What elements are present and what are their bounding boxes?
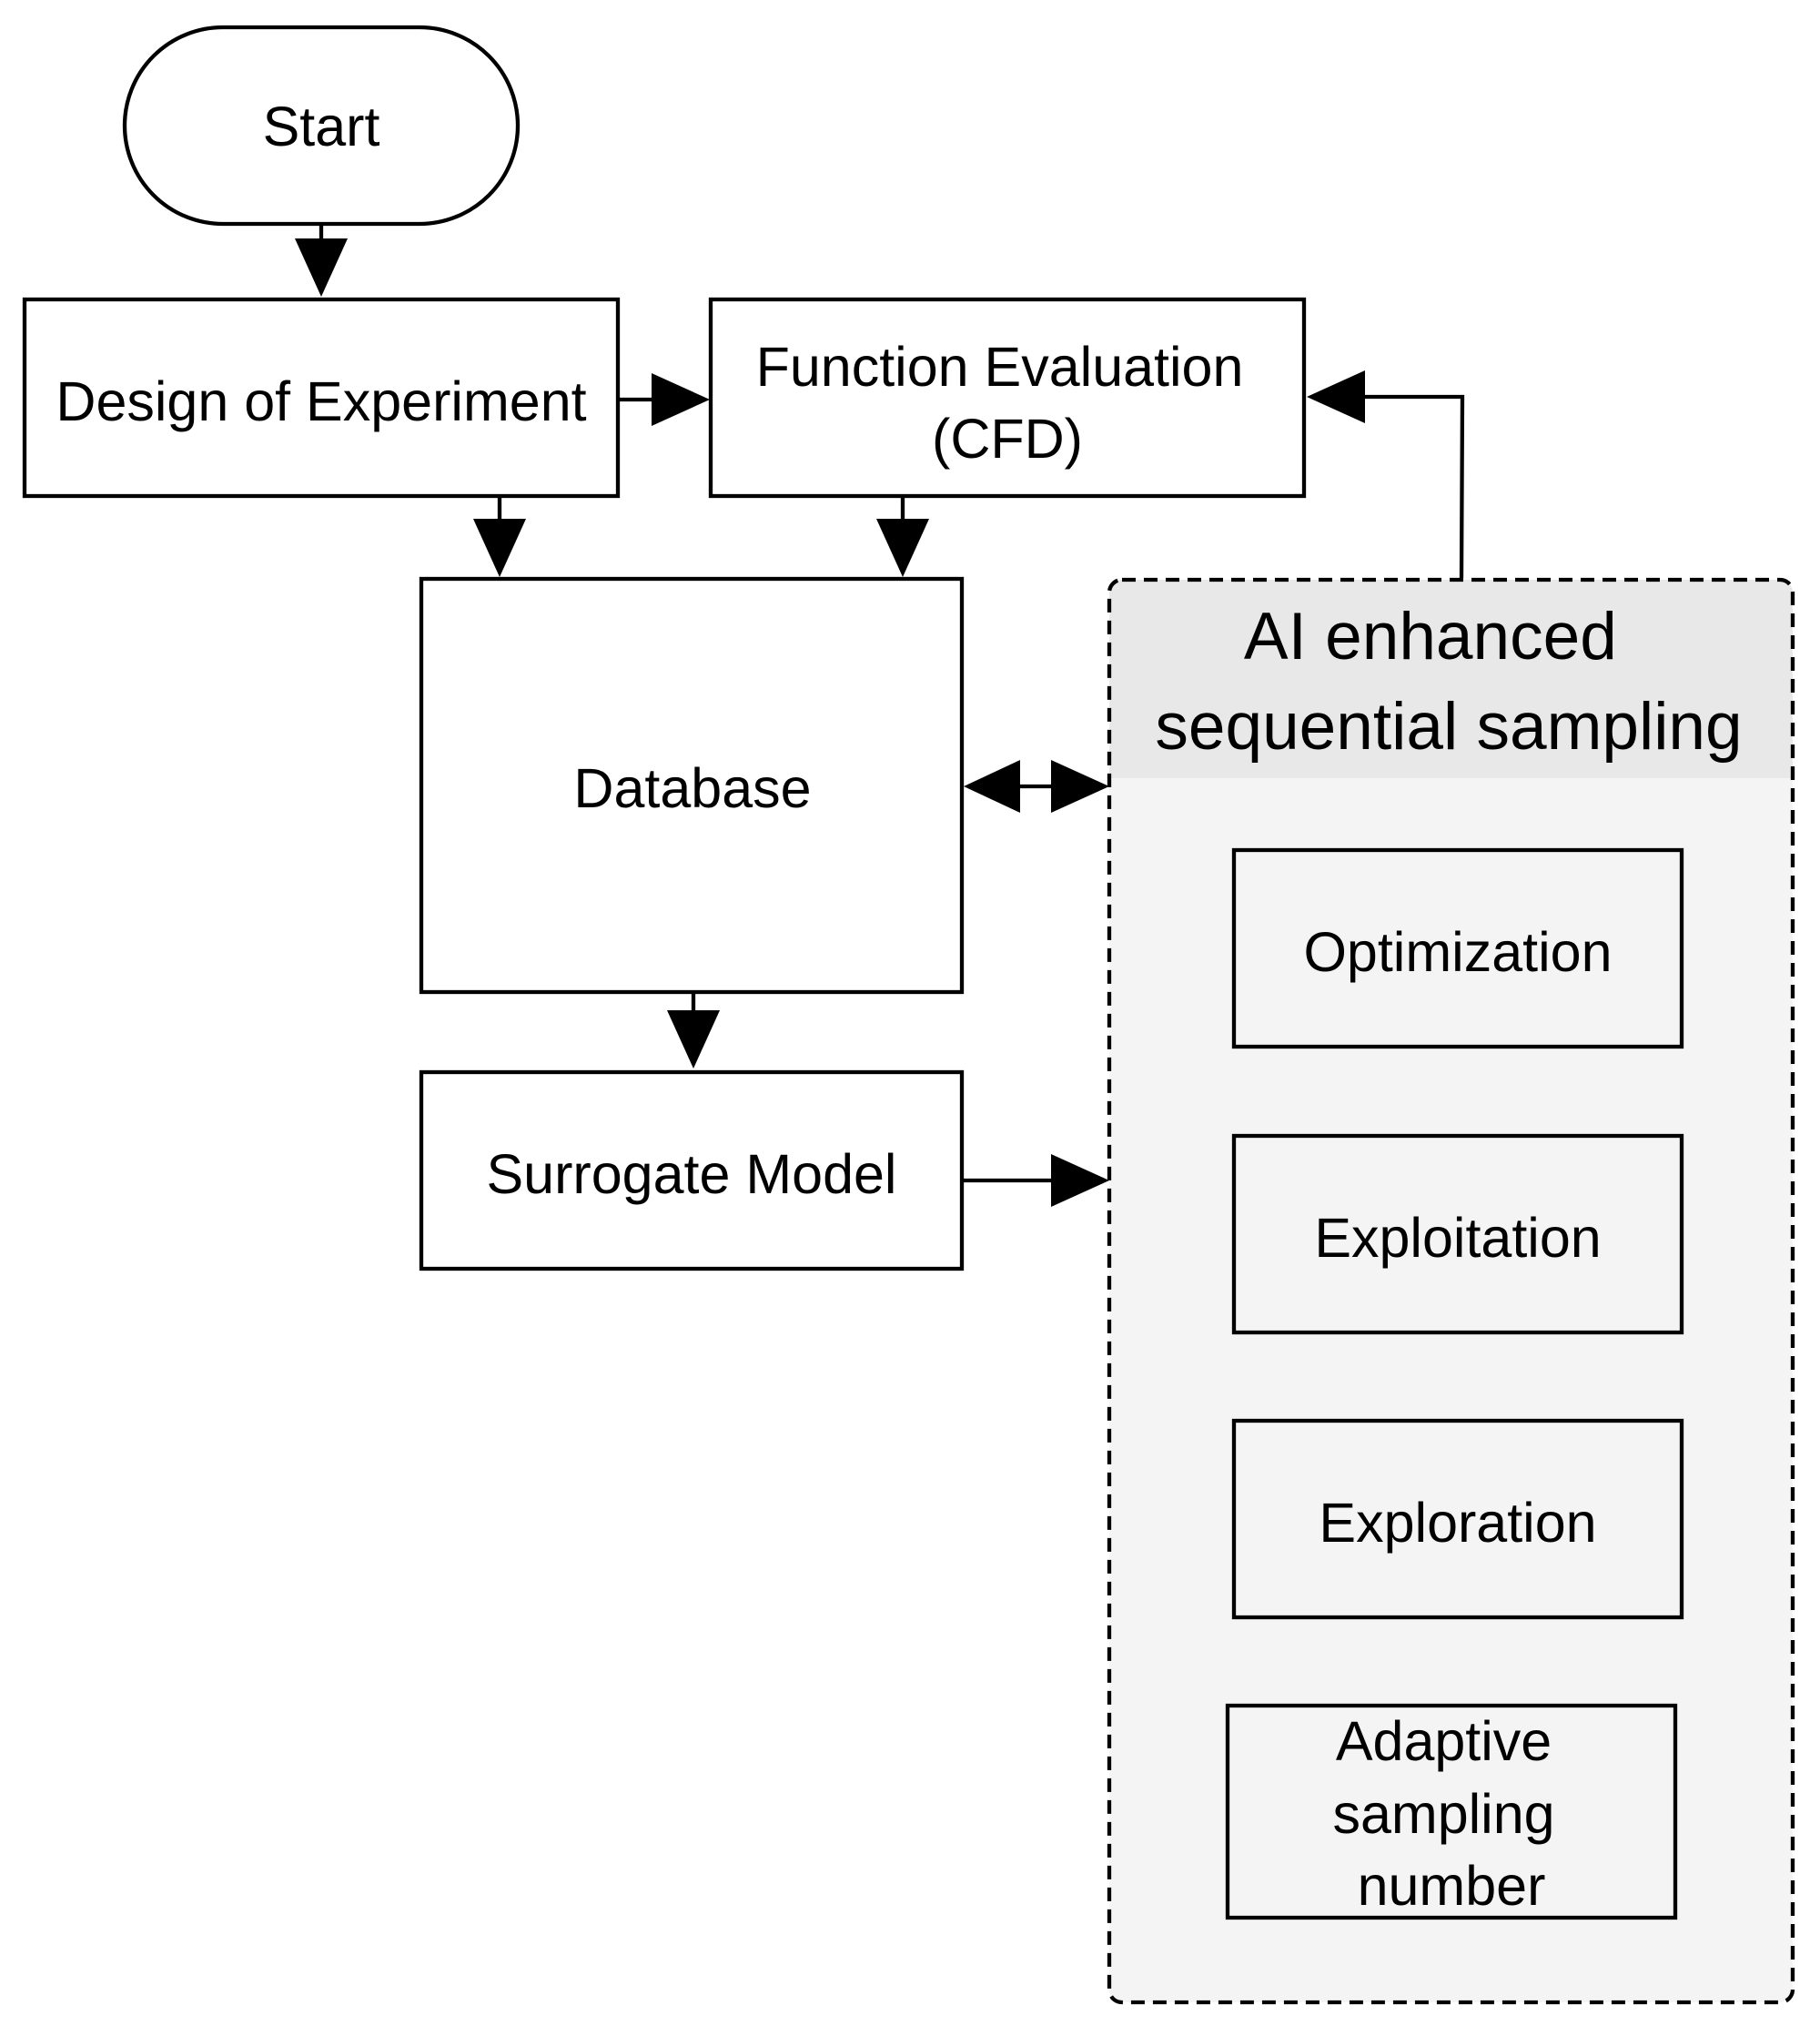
- exploration-box: Exploration: [1231, 1418, 1684, 1620]
- surrogate-model-node: Surrogate Model: [419, 1069, 965, 1271]
- connectors: [295, 224, 1465, 1207]
- ai-sampling-group-border: [1107, 577, 1795, 2005]
- ai-sampling-group: AI enhanced sequential sampling Optimiza…: [1107, 577, 1795, 2005]
- start-label: Start: [263, 96, 380, 157]
- exploitation-label: Exploitation: [1314, 1207, 1601, 1269]
- arrow-database-ai-sampling-bidirectional: [964, 760, 1109, 813]
- design-of-experiment-node: Design of Experiment: [22, 297, 621, 499]
- adaptive-sampling-number-label: Adaptive sampling number: [1332, 1710, 1570, 1917]
- database-label: Database: [573, 757, 811, 819]
- arrow-ai-sampling-to-function-evaluation: [1307, 370, 1465, 579]
- arrow-start-to-doe: [295, 224, 348, 297]
- database-node: Database: [419, 576, 965, 995]
- adaptive-sampling-number-box: Adaptive sampling number: [1225, 1703, 1678, 1920]
- surrogate-model-label: Surrogate Model: [487, 1143, 897, 1205]
- exploration-label: Exploration: [1319, 1492, 1596, 1554]
- optimization-label: Optimization: [1303, 921, 1612, 983]
- design-of-experiment-label: Design of Experiment: [56, 370, 586, 432]
- arrow-function-evaluation-to-database: [876, 495, 929, 577]
- function-evaluation-node: Function Evaluation (CFD): [708, 297, 1307, 499]
- optimization-box: Optimization: [1231, 847, 1684, 1049]
- start-node: Start: [122, 25, 521, 227]
- ai-sampling-group-header: [1109, 580, 1793, 778]
- arrow-surrogate-model-to-ai-sampling: [963, 1154, 1109, 1207]
- ai-sampling-group-title: AI enhanced sequential sampling: [1155, 600, 1742, 764]
- arrow-doe-to-function-evaluation: [619, 373, 710, 426]
- function-evaluation-label: Function Evaluation (CFD): [756, 336, 1259, 470]
- arrow-doe-to-database: [473, 492, 526, 577]
- exploitation-box: Exploitation: [1231, 1133, 1684, 1335]
- arrow-database-to-surrogate-model: [667, 993, 720, 1069]
